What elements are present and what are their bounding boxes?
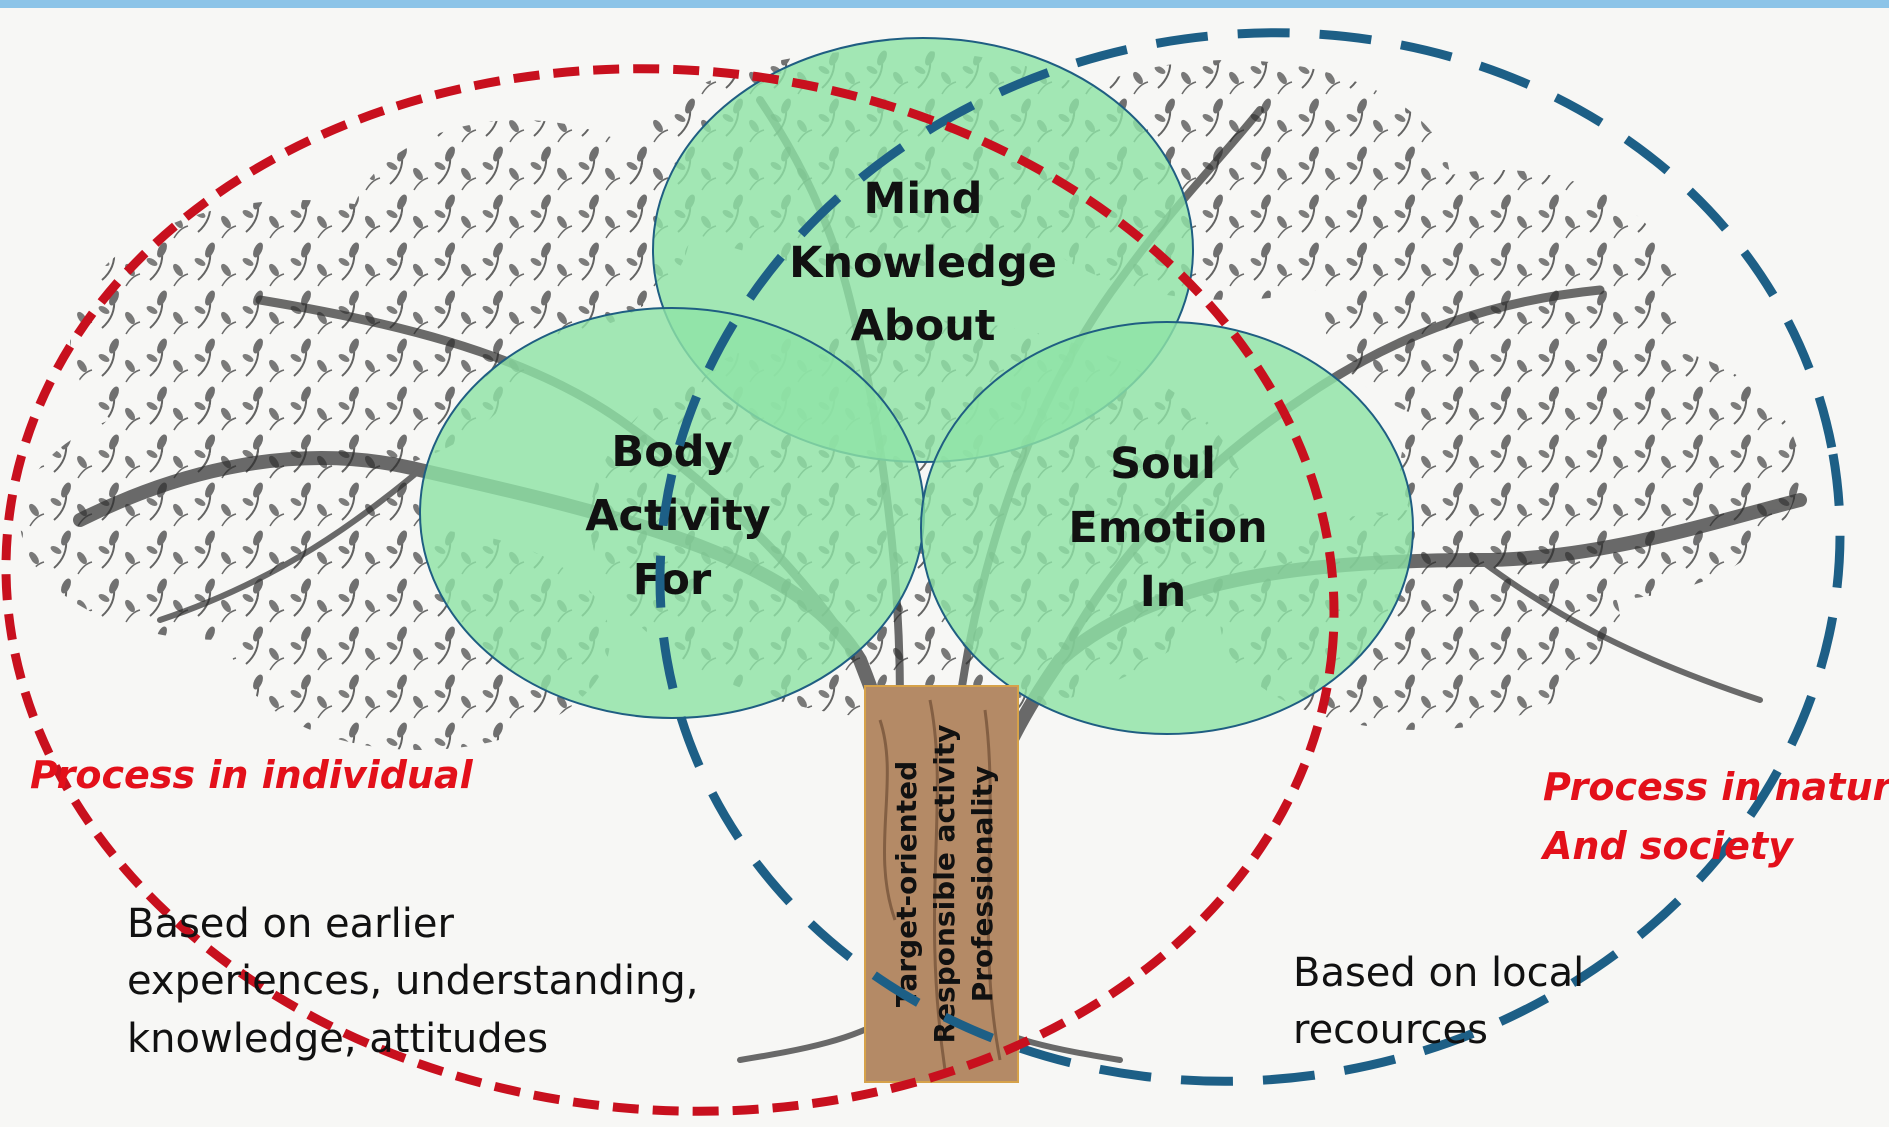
and-society-label: And society (1540, 824, 1795, 868)
activity-label: Activity (585, 491, 770, 541)
trunk-line-2: Responsible activity (928, 724, 961, 1043)
emotion-label: Emotion (1068, 503, 1267, 553)
left-description-line-1: Based on earlier (127, 901, 454, 947)
trunk-line-1: Target-oriented (890, 761, 923, 1007)
knowledge-label: Knowledge (789, 238, 1057, 288)
in-label: In (1140, 567, 1187, 617)
body-circle: Body Activity For (419, 307, 925, 719)
soul-label: Soul (1110, 439, 1216, 489)
body-label: Body (611, 427, 732, 477)
nature-society-ellipse (655, 28, 1845, 1086)
mind-label: Mind (864, 174, 983, 224)
individual-ellipse (1, 64, 1339, 1116)
left-description-line-3: knowledge, attitudes (127, 1016, 548, 1062)
for-label: For (633, 555, 712, 605)
left-description-line-2: experiences, understanding, (127, 958, 698, 1004)
about-label: About (851, 301, 996, 351)
trunk-box: Target-oriented Responsible activity Pro… (864, 685, 1019, 1083)
process-individual-label: Process in individual (30, 753, 474, 797)
soul-circle: Soul Emotion In (920, 321, 1414, 735)
right-description-line-2: recources (1293, 1007, 1488, 1053)
trunk-line-3: Professionality (966, 766, 999, 1003)
top-bar (0, 0, 1889, 8)
process-nature-label: Process in nature (1543, 765, 1889, 809)
right-description-line-1: Based on local (1293, 950, 1584, 996)
